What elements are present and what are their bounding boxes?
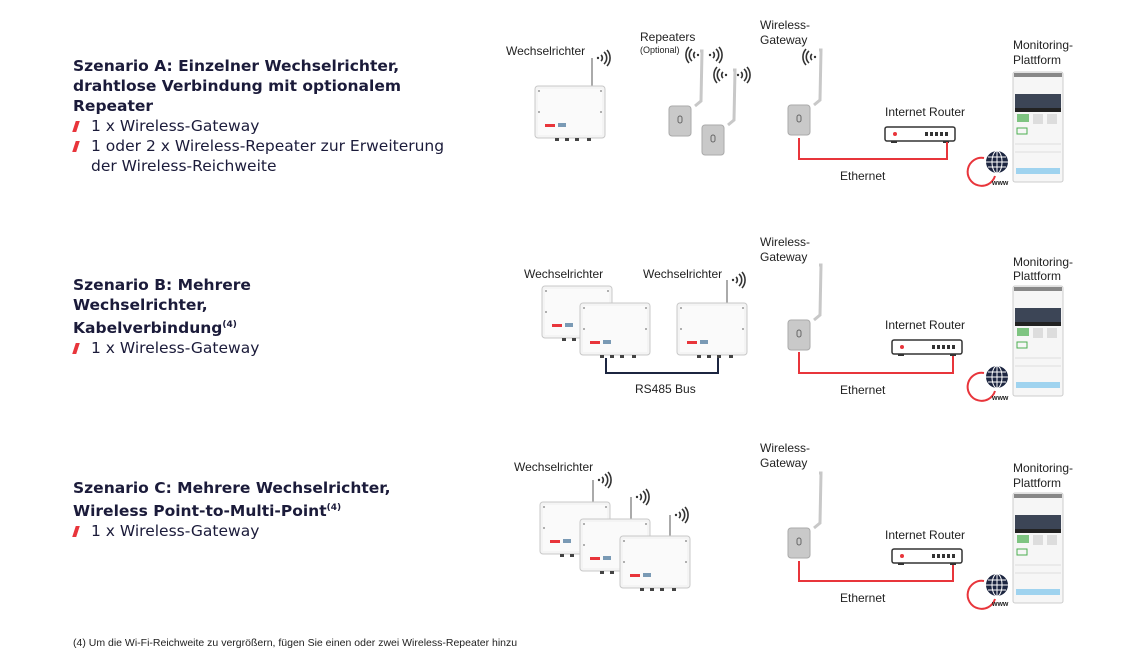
footnote: (4) Um die Wi-Fi-Reichweite zu vergrößer… — [73, 637, 518, 649]
scenario-c-title: Szenario C: Mehrere Wechselrichter, Wire… — [73, 479, 391, 521]
internet-router — [891, 339, 963, 357]
inverter-label: Wechselrichter — [506, 44, 585, 58]
bullet: 1 x Wireless-Gateway — [72, 116, 473, 136]
rs485-label: RS485 Bus — [635, 382, 696, 396]
wifi-icon — [735, 66, 751, 84]
ethernet-cable — [798, 138, 948, 160]
wifi-icon — [730, 271, 746, 289]
scenario-b-title: Szenario B: Mehrere Wechselrichter, Kabe… — [73, 276, 251, 338]
www-label: www — [991, 180, 1009, 187]
wifi-icon — [713, 66, 729, 84]
inverter-label: Wechselrichter — [524, 267, 603, 281]
diagram-b: Wechselrichter Wechselrichter RS485 Bus … — [524, 235, 1073, 402]
inverter — [619, 535, 691, 592]
scenario-a: Szenario A: Einzelner Wechselrichter, dr… — [72, 56, 473, 176]
wifi-icon — [802, 48, 818, 66]
www-label: www — [991, 395, 1009, 402]
internet-router — [891, 548, 963, 566]
wireless-gateway — [786, 471, 823, 560]
wifi-icon — [596, 471, 612, 489]
wifi-icon — [685, 46, 701, 64]
monitoring-app-phone — [1012, 492, 1064, 604]
diagram-c: Wechselrichter Wireless- Gateway Interne… — [514, 441, 1073, 610]
router-label: Internet Router — [885, 105, 965, 119]
internet-router — [884, 126, 956, 144]
bullet: 1 oder 2 x Wireless-Repeater zur Erweite… — [72, 136, 473, 176]
monitoring-label-2: Plattform — [1013, 476, 1061, 490]
gateway-label-2: Gateway — [760, 250, 807, 264]
monitoring-app-phone — [1012, 71, 1064, 183]
monitoring-label: Monitoring- — [1013, 38, 1073, 52]
www-label: www — [991, 601, 1009, 608]
monitoring-label: Monitoring- — [1013, 461, 1073, 475]
repeaters-label: Repeaters — [640, 30, 695, 44]
inverter — [579, 302, 651, 359]
wireless-gateway — [786, 263, 823, 352]
inverter — [534, 85, 606, 142]
repeater-2 — [700, 68, 737, 157]
bullet: 1 x Wireless-Gateway — [72, 521, 473, 541]
optional-label: (Optional) — [640, 45, 680, 55]
gateway-label: Wireless- — [760, 441, 810, 455]
ethernet-label: Ethernet — [840, 591, 886, 605]
ethernet-label: Ethernet — [840, 169, 886, 183]
ethernet-label: Ethernet — [840, 383, 886, 397]
inverter-label: Wechselrichter — [514, 460, 593, 474]
router-label: Internet Router — [885, 528, 965, 542]
scenario-a-title: Szenario A: Einzelner Wechselrichter, dr… — [73, 57, 401, 115]
gateway-label-2: Gateway — [760, 33, 807, 47]
gateway-label: Wireless- — [760, 18, 810, 32]
monitoring-label-2: Plattform — [1013, 269, 1061, 283]
scenario-c: Szenario C: Mehrere Wechselrichter, Wire… — [72, 478, 473, 541]
router-label: Internet Router — [885, 318, 965, 332]
monitoring-app-phone — [1012, 285, 1064, 397]
wifi-icon — [595, 49, 611, 67]
monitoring-label-2: Plattform — [1013, 53, 1061, 67]
wifi-icon — [673, 506, 689, 524]
ethernet-cable — [798, 352, 954, 374]
wifi-icon — [634, 488, 650, 506]
bullet: 1 x Wireless-Gateway — [72, 338, 473, 358]
wifi-icon — [707, 46, 723, 64]
monitoring-label: Monitoring- — [1013, 255, 1073, 269]
gateway-label-2: Gateway — [760, 456, 807, 470]
ethernet-cable — [798, 561, 954, 582]
rs485-cable — [605, 358, 719, 374]
scenario-b: Szenario B: Mehrere Wechselrichter, Kabe… — [72, 275, 473, 358]
inverter — [676, 302, 748, 359]
gateway-label: Wireless- — [760, 235, 810, 249]
diagram-a: Wechselrichter Repeaters (Optional) Wire… — [506, 18, 1073, 187]
repeater-1 — [667, 49, 704, 138]
inverter-label: Wechselrichter — [643, 267, 722, 281]
